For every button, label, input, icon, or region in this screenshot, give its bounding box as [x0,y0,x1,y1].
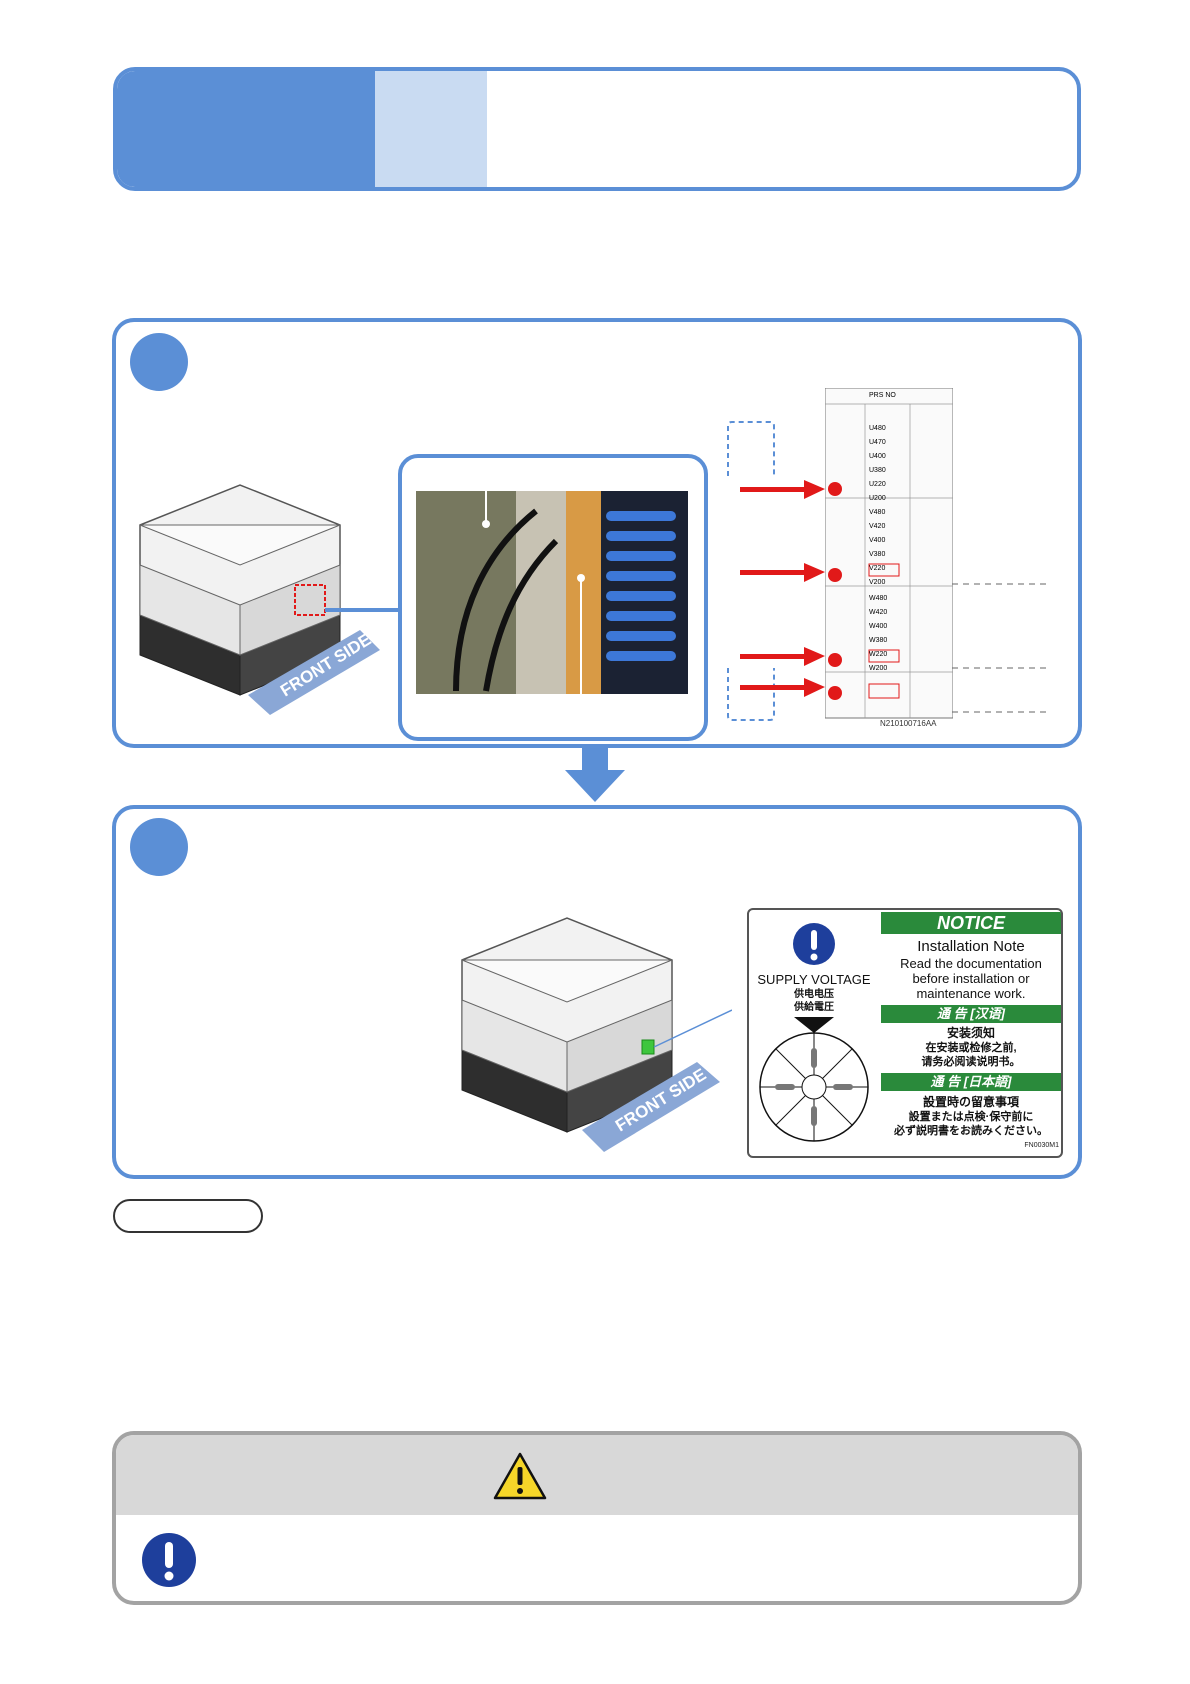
step-1-number-badge [130,333,188,391]
notice-right-panel: NOTICE Installation Note Read the docume… [881,910,1061,1156]
ja-line-2: 必ず説明書をお読みください。 [894,1125,1048,1137]
terminal-w220: W220 [869,651,888,658]
exclamation-circle-icon [142,1533,196,1587]
leader-lines [952,583,1047,713]
zh-line-2: 请务必阅读说明书。 [921,1056,1021,1068]
machine-illustration-1: FRONT SIDE [139,484,380,715]
terminal-u380: U380 [869,467,886,474]
terminal-v380: V380 [869,551,886,558]
terminal-v480: V480 [869,509,886,516]
terminal-u220: U220 [869,481,886,488]
terminal-table-graphic [824,387,954,719]
supply-voltage-zh: 供电电压 [794,989,834,1000]
read-doc-line-3: maintenance work. [916,986,1026,1001]
terminal-closeup-photo [416,491,688,694]
notice-heading: NOTICE [881,912,1061,934]
terminal-w420: W420 [869,609,888,616]
zh-line-1: 在安装或检修之前, [925,1042,1017,1054]
machine-illustration-2: FRONT SIDE [461,917,732,1152]
notice-zh-heading: 通 告 [汉语] [881,1005,1061,1023]
terminal-v420: V420 [869,523,886,530]
notice-ja-heading: 通 告 [日本語] [881,1073,1061,1091]
zoom-connector [325,608,405,612]
read-doc-line-1: Read the documentation [900,956,1042,971]
step-2-number-badge [130,818,188,876]
install-zh: 安装须知 [946,1026,995,1040]
notice-left-panel: SUPPLY VOLTAGE 供电电压 供給電圧 [749,910,879,1156]
notice-code: FN0030M1 [1024,1142,1059,1149]
terminal-v220: V220 [869,565,886,572]
notice-label: SUPPLY VOLTAGE 供电电压 供給電圧 NOTICE Insta [747,908,1063,1158]
terminal-group-v: V480 V420 V400 V380 V220 V200 [869,506,885,590]
supply-voltage-ja: 供給電圧 [794,1002,834,1013]
read-doc-line-2: before installation or [912,971,1030,986]
terminal-u470: U470 [869,439,886,446]
terminal-header: PRS NO [869,392,896,399]
terminal-table: PRS NO U480 U470 U400 U380 U220 U200 V48… [824,387,954,730]
header-subtitle-block [375,71,487,187]
terminal-w200: W200 [869,665,888,672]
note-pill [113,1199,263,1233]
warning-triangle-icon [493,1452,547,1500]
voltage-dial-icon [759,1032,869,1142]
ja-line-1: 設置または点検·保守前に [908,1111,1034,1123]
terminal-u480: U480 [869,425,886,432]
terminal-u400: U400 [869,453,886,460]
terminal-group-w: W480 W420 W400 W380 W220 W200 [869,592,887,676]
arrow-down-icon [794,1017,834,1033]
terminal-v200: V200 [869,579,886,586]
header-title-block [117,71,375,187]
supply-voltage-text: SUPPLY VOLTAGE [757,972,871,987]
terminal-figure-code: N210100716AA [880,719,937,728]
installation-note-title: Installation Note [917,938,1025,955]
terminal-group-u: U480 U470 U400 U380 U220 U200 [869,422,886,506]
install-ja: 設置時の留意事項 [922,1095,1019,1109]
exclamation-icon [793,923,835,965]
dashed-bracket [727,421,775,721]
section-header [113,67,1081,191]
terminal-v400: V400 [869,537,886,544]
down-arrow [565,748,625,802]
terminal-w380: W380 [869,637,888,644]
terminal-u200: U200 [869,495,886,502]
terminal-w400: W400 [869,623,888,630]
warning-box [112,1431,1082,1605]
terminal-w480: W480 [869,595,888,602]
red-arrows [740,480,825,697]
warning-header [116,1435,1078,1515]
